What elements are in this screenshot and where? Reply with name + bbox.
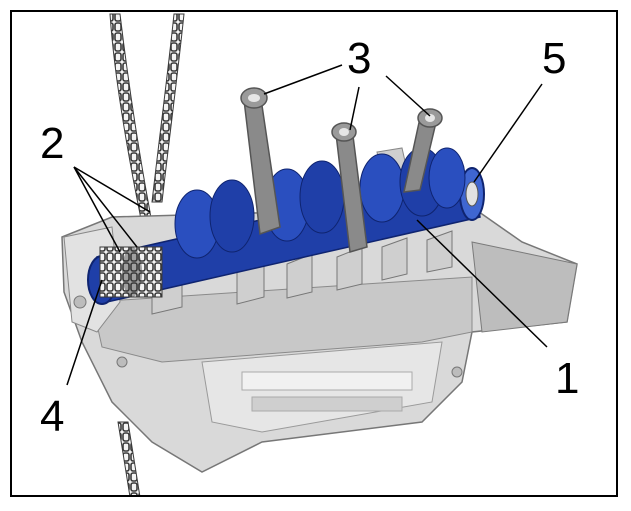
leader-line-2b bbox=[73, 166, 138, 248]
callout-leader-lines bbox=[66, 64, 548, 386]
callout-2: 2 bbox=[40, 119, 65, 168]
connecting-rod bbox=[240, 87, 281, 236]
leader-line-3c bbox=[385, 75, 431, 117]
callout-1: 1 bbox=[555, 354, 580, 403]
leader-line-3b bbox=[349, 86, 360, 131]
leader-line-2a bbox=[73, 166, 121, 253]
callout-5: 5 bbox=[542, 34, 567, 83]
leader-line-1 bbox=[416, 219, 548, 348]
crank-sprocket bbox=[99, 246, 163, 298]
leader-line-3a bbox=[263, 64, 343, 95]
leader-line-5 bbox=[473, 83, 543, 183]
callout-3: 3 bbox=[347, 34, 372, 83]
leader-line-4 bbox=[66, 279, 103, 386]
leader-line-2c bbox=[73, 166, 151, 213]
engine-illustration bbox=[61, 13, 578, 495]
connecting-rod bbox=[403, 108, 443, 193]
connecting-rods bbox=[240, 87, 443, 253]
callout-4: 4 bbox=[40, 392, 65, 441]
figure-frame: 1 2 3 4 5 bbox=[10, 10, 618, 497]
